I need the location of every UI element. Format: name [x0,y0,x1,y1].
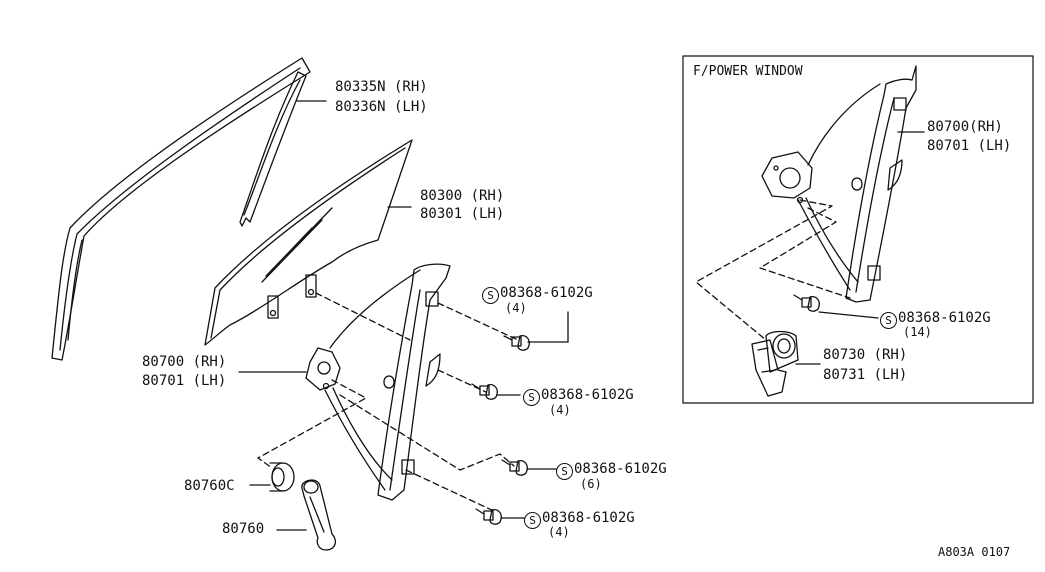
label-pw-regulator-rh: 80700(RH) [927,119,1003,135]
power-window-regulator [761,65,917,303]
label-molding-lh: 80336N (LH) [335,99,428,115]
bolt-qty-middle: (4) [549,403,571,417]
bolt-symbol-s: S [880,312,897,329]
bolt-symbol-s: S [524,512,541,529]
bolt-bottom [475,508,502,525]
bolt-middle [471,383,498,400]
bolt-upper [503,334,530,351]
label-regulator-lh: 80701 (LH) [142,373,227,389]
bolt-qty-lower: (6) [580,477,602,491]
power-window-motor [751,330,799,397]
label-molding-rh: 80335N (RH) [335,79,428,95]
inset-title: F/POWER WINDOW [693,64,803,79]
label-handle: 80760 [222,521,265,537]
bolt-part-number: 08368-6102G [500,285,593,301]
label-handle-escutcheon: 80760C [184,478,235,494]
window-handle [301,479,337,551]
glass-mount-brackets [267,274,317,319]
power-window-dashed-lines [695,199,851,341]
diagram-code: A803A 0107 [938,545,1011,559]
label-pw-motor-rh: 80730 (RH) [823,347,908,363]
bolt-symbol-s: S [556,463,573,480]
power-window-inset-frame [682,55,1034,404]
bolt-symbol-s: S [523,389,540,406]
label-pw-regulator-lh: 80701 (LH) [927,138,1012,154]
handle-escutcheon [269,462,295,492]
label-glass-rh: 80300 (RH) [420,188,505,204]
bolt-qty-bottom: (4) [548,525,570,539]
assembly-dashed-lines [257,292,519,513]
bolt-part-number: 08368-6102G [542,510,635,526]
bolt-qty-inset: (14) [903,325,932,339]
manual-window-regulator [305,263,451,501]
bolt-part-number: 08368-6102G [541,387,634,403]
bolt-qty-upper: (4) [505,301,527,315]
door-glass [204,139,413,346]
label-glass-lh: 80301 (LH) [420,206,505,222]
bolt-part-number: 08368-6102G [898,310,991,326]
bolt-symbol-s: S [482,287,499,304]
label-regulator-rh: 80700 (RH) [142,354,227,370]
power-window-bolt [793,294,820,312]
door-sash-channel [51,57,311,361]
bolt-lower [501,459,528,476]
glass-run-molding [239,71,307,227]
bolt-part-number: 08368-6102G [574,461,667,477]
label-pw-motor-lh: 80731 (LH) [823,367,908,383]
leader-pw-bolt [818,311,879,319]
